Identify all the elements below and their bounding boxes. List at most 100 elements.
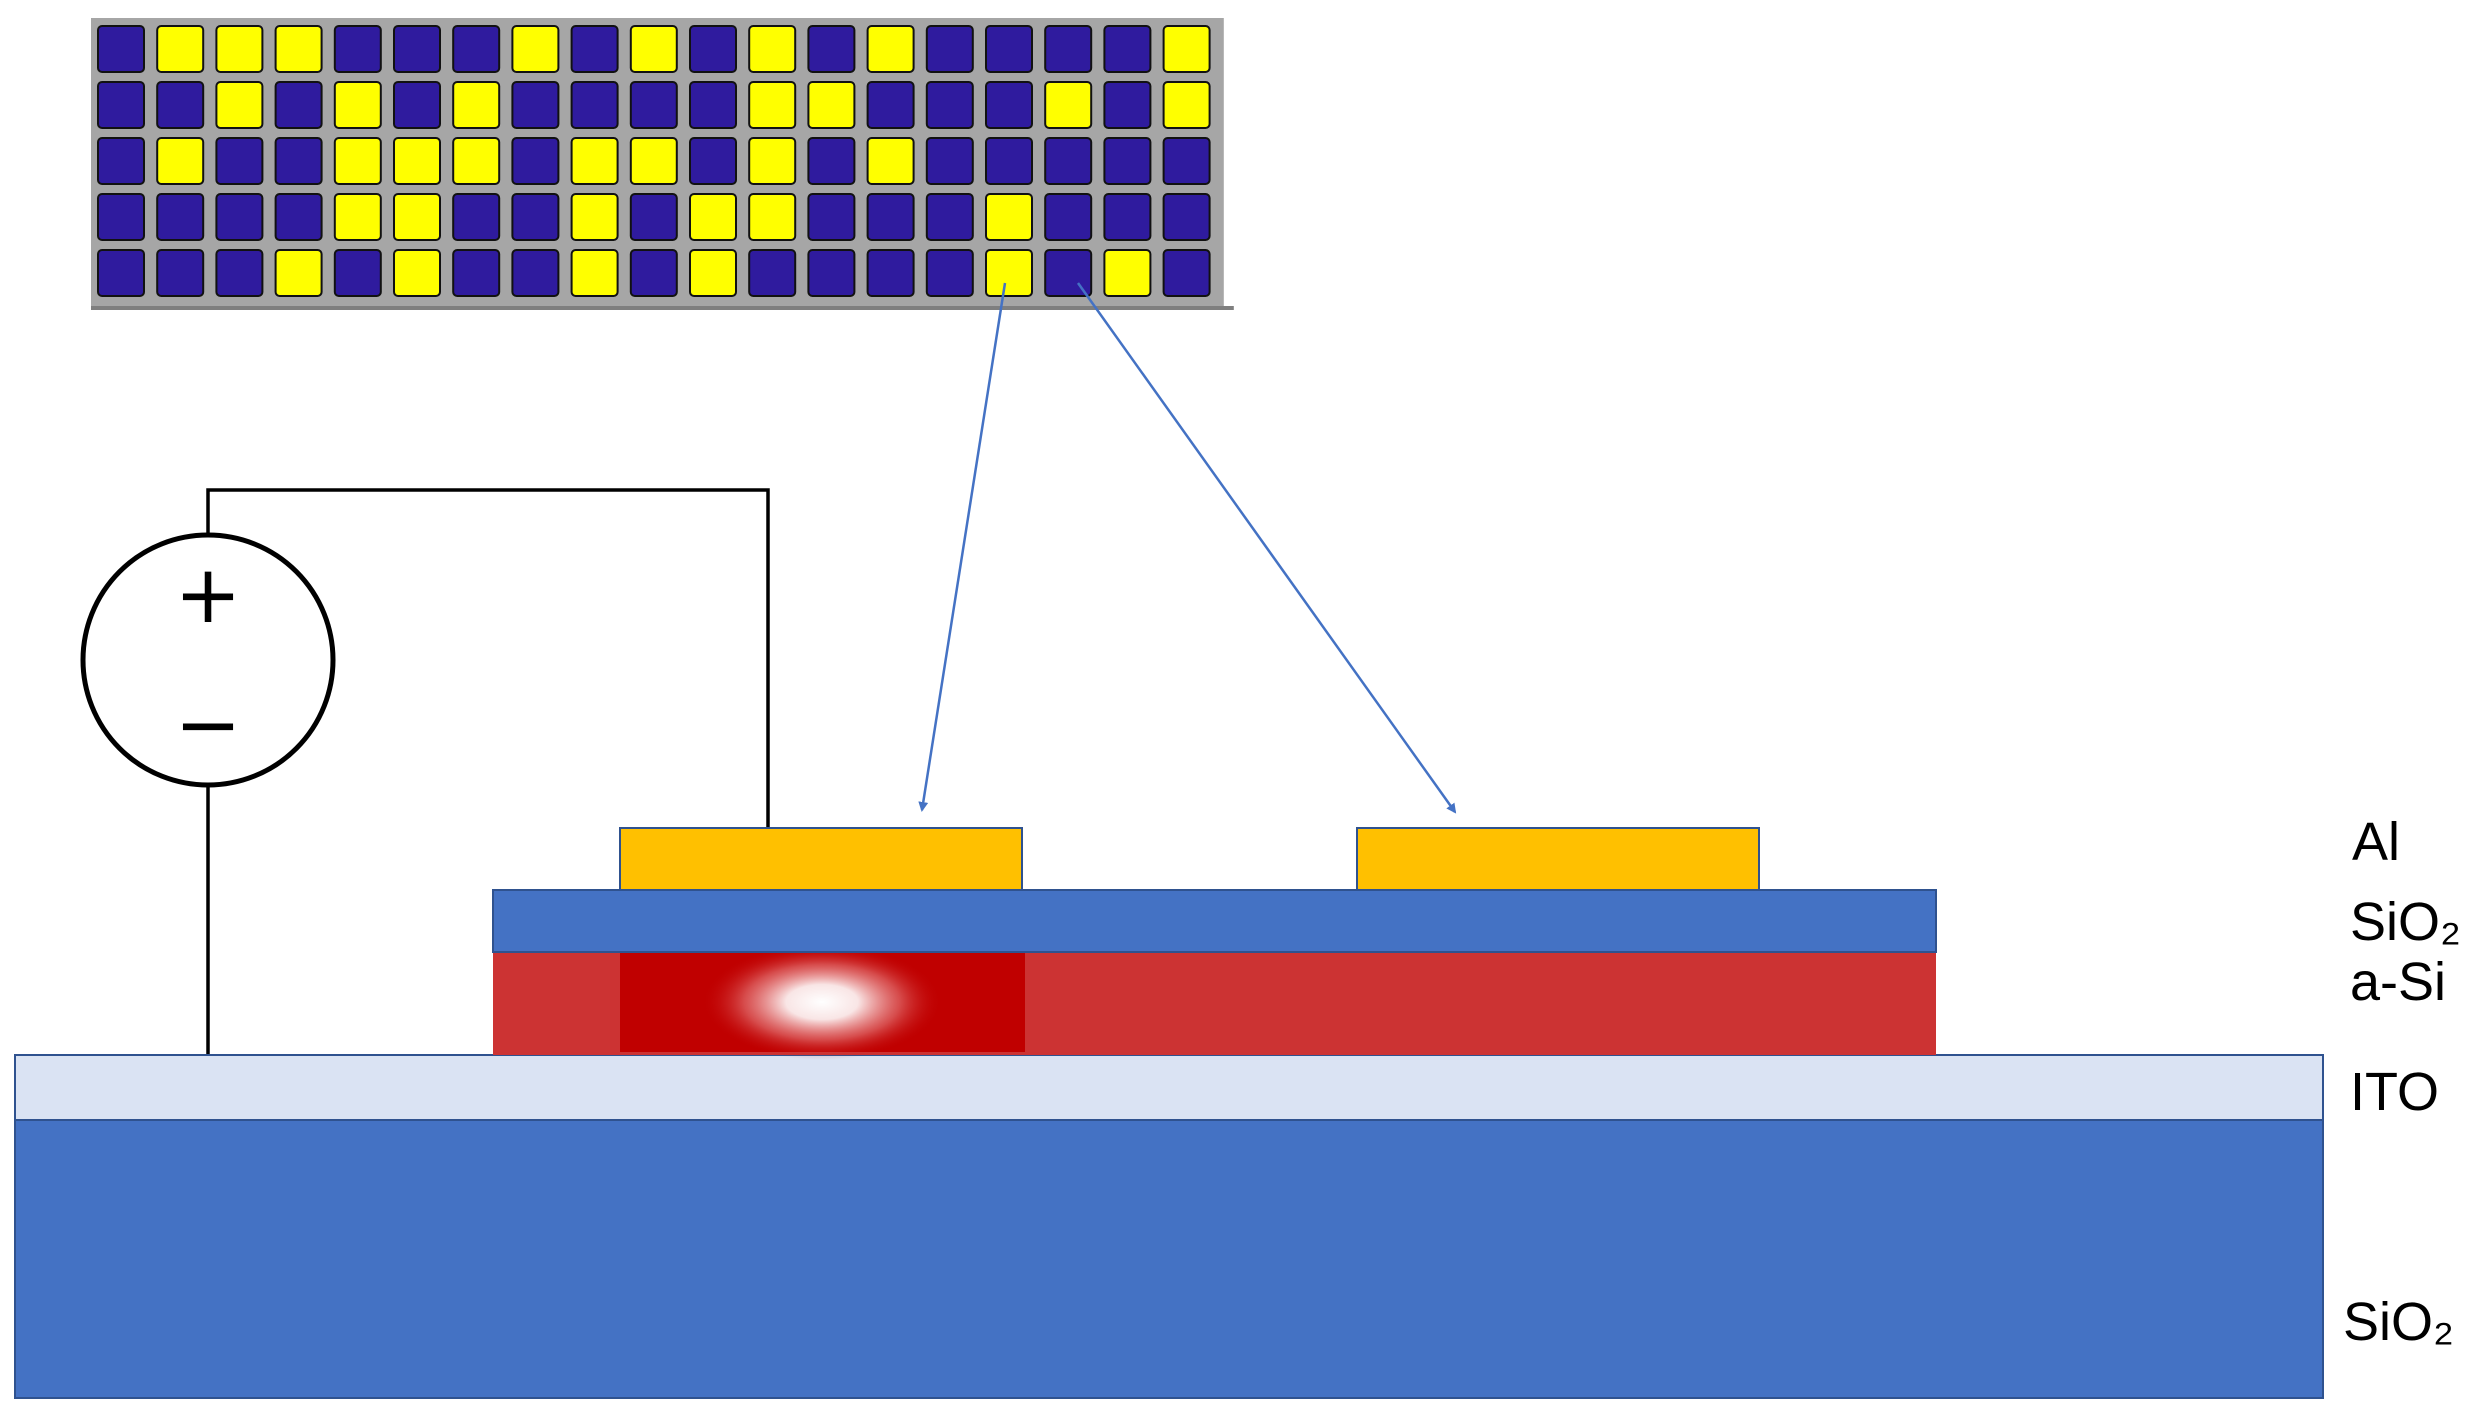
pixel-on (1103, 249, 1152, 297)
pixel-on (333, 81, 382, 129)
pixel-on (748, 137, 797, 185)
sio2-substrate-layer (14, 1119, 2324, 1399)
pixel-on (689, 193, 737, 241)
pixel-on (866, 25, 915, 73)
pixel-on (274, 25, 323, 73)
pixel-off (156, 81, 205, 129)
pixel-off (511, 193, 560, 241)
pixel-on (156, 137, 205, 185)
pixel-off (1044, 193, 1093, 241)
pixel-on (866, 137, 915, 185)
pixel-off (1103, 25, 1152, 73)
pixel-on (452, 137, 501, 185)
pixel-on (570, 193, 619, 241)
pixel-off (807, 249, 856, 297)
al-electrode-left (619, 827, 1023, 891)
pixel-off (570, 81, 619, 129)
pixel-off (1044, 25, 1093, 73)
pixel-on (393, 193, 441, 241)
pixel-off (393, 81, 441, 129)
pixel-on (629, 25, 678, 73)
label-sio2-bottom: SiO₂ (2343, 1292, 2454, 1352)
pixel-off (629, 249, 678, 297)
pixel-on (274, 249, 323, 297)
pixel-on (1044, 81, 1093, 129)
pixel-off (1162, 137, 1211, 185)
pixel-on (748, 81, 797, 129)
pixel-off (866, 249, 915, 297)
pixel-on (570, 249, 619, 297)
pixel-off (452, 249, 501, 297)
pixel-off (866, 193, 915, 241)
pixel-off (97, 137, 145, 185)
pixel-off (1044, 137, 1093, 185)
pixel-off (215, 193, 264, 241)
pixel-off (333, 25, 382, 73)
voltage-source-circle (80, 532, 336, 788)
label-sio2-top: SiO₂ (2350, 892, 2461, 952)
pixel-off (1162, 193, 1211, 241)
pixel-on (511, 25, 560, 73)
pixel-array (91, 18, 1234, 310)
top-wire (206, 488, 770, 830)
pixel-off (156, 193, 205, 241)
label-al: Al (2352, 812, 2400, 872)
pixel-off (97, 249, 145, 297)
pointer-arrow-left (918, 282, 1007, 812)
label-a-si: a-Si (2350, 952, 2446, 1012)
pixel-off (511, 81, 560, 129)
sio2-top-layer (492, 889, 1937, 953)
pixel-on (215, 81, 264, 129)
pixel-on (452, 81, 501, 129)
label-ito: ITO (2350, 1062, 2439, 1122)
minus-sign: − (174, 678, 241, 771)
circuit-wires (206, 488, 770, 1055)
pixel-off (511, 137, 560, 185)
pixel-off (215, 249, 264, 297)
pixel-on (629, 137, 678, 185)
pixel-off (985, 137, 1033, 185)
pixel-off (925, 193, 974, 241)
pixel-off (97, 25, 145, 73)
pointer-arrow-right (1076, 282, 1457, 814)
pixel-off (97, 81, 145, 129)
pixel-off (97, 193, 145, 241)
ito-layer (14, 1054, 2324, 1121)
pixel-off (689, 137, 737, 185)
voltage-source: + − (80, 532, 336, 788)
pixel-off (1103, 137, 1152, 185)
pixel-off (511, 249, 560, 297)
pixel-on (215, 25, 264, 73)
pixel-off (393, 25, 441, 73)
pixel-on (570, 137, 619, 185)
pixel-on (807, 81, 856, 129)
pixel-off (629, 81, 678, 129)
pixel-off (1044, 249, 1093, 297)
pixel-off (452, 193, 501, 241)
pixel-off (274, 137, 323, 185)
pixel-off (807, 137, 856, 185)
pixel-off (629, 193, 678, 241)
crystallization-glow (702, 944, 942, 1060)
al-electrode-right (1356, 827, 1760, 891)
pixel-off (866, 81, 915, 129)
pixel-on (393, 137, 441, 185)
pixel-off (925, 249, 974, 297)
pixel-on (393, 249, 441, 297)
pixel-off (689, 25, 737, 73)
pixel-on (748, 25, 797, 73)
pixel-on (1162, 81, 1211, 129)
pixel-off (215, 137, 264, 185)
pixel-off (925, 81, 974, 129)
pixel-off (925, 25, 974, 73)
pixel-on (333, 193, 382, 241)
pixel-off (1103, 81, 1152, 129)
pixel-on (156, 25, 205, 73)
pixel-off (156, 249, 205, 297)
pixel-off (807, 193, 856, 241)
pixel-off (1103, 193, 1152, 241)
plus-sign: + (174, 548, 241, 641)
pixel-off (274, 81, 323, 129)
pixel-off (985, 81, 1033, 129)
